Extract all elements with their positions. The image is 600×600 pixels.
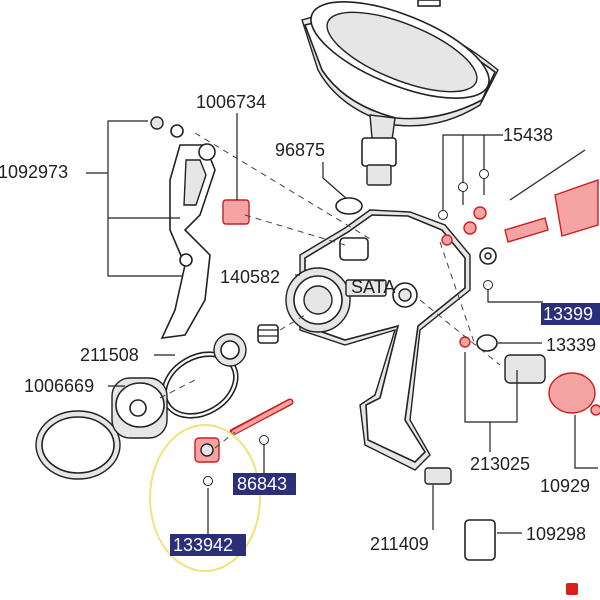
- label-96875: 96875: [275, 140, 325, 160]
- trigger-screw: [150, 116, 184, 138]
- part-211508: [161, 333, 247, 419]
- label-211508: 211508: [80, 345, 139, 365]
- needle-parts: [194, 398, 294, 463]
- label-86843: 86843: [237, 474, 287, 494]
- gun-body: SATA: [285, 209, 471, 471]
- paint-cup: [301, 0, 499, 186]
- label-1006734: 1006734: [196, 92, 266, 112]
- label-1006669: 1006669: [24, 376, 94, 396]
- part-140582: [257, 324, 279, 344]
- label-86843-box: [233, 473, 296, 495]
- label-133942: 133942: [173, 535, 233, 555]
- label-213025: 213025: [470, 454, 530, 474]
- part-1006669: [35, 377, 168, 480]
- label-13339: 13339: [546, 335, 596, 355]
- trigger: [160, 143, 250, 339]
- label-109298: 109298: [526, 524, 586, 544]
- label-13399-box: [541, 303, 600, 325]
- right-parts: [424, 149, 600, 561]
- label-10929: 10929: [540, 476, 590, 496]
- highlight-circle: [149, 424, 261, 572]
- label-133942-box: [170, 534, 246, 556]
- label-13399: 13399: [543, 304, 593, 324]
- label-140582: 140582: [220, 267, 280, 287]
- leader-lines: [86, 113, 598, 535]
- label-15438: 15438: [503, 125, 553, 145]
- label-211409: 211409: [370, 534, 429, 554]
- corner-mark: [566, 583, 578, 595]
- assembly-lines: [159, 132, 501, 449]
- label-1092973: 1092973: [0, 162, 68, 182]
- brand-text: SATA: [351, 277, 395, 297]
